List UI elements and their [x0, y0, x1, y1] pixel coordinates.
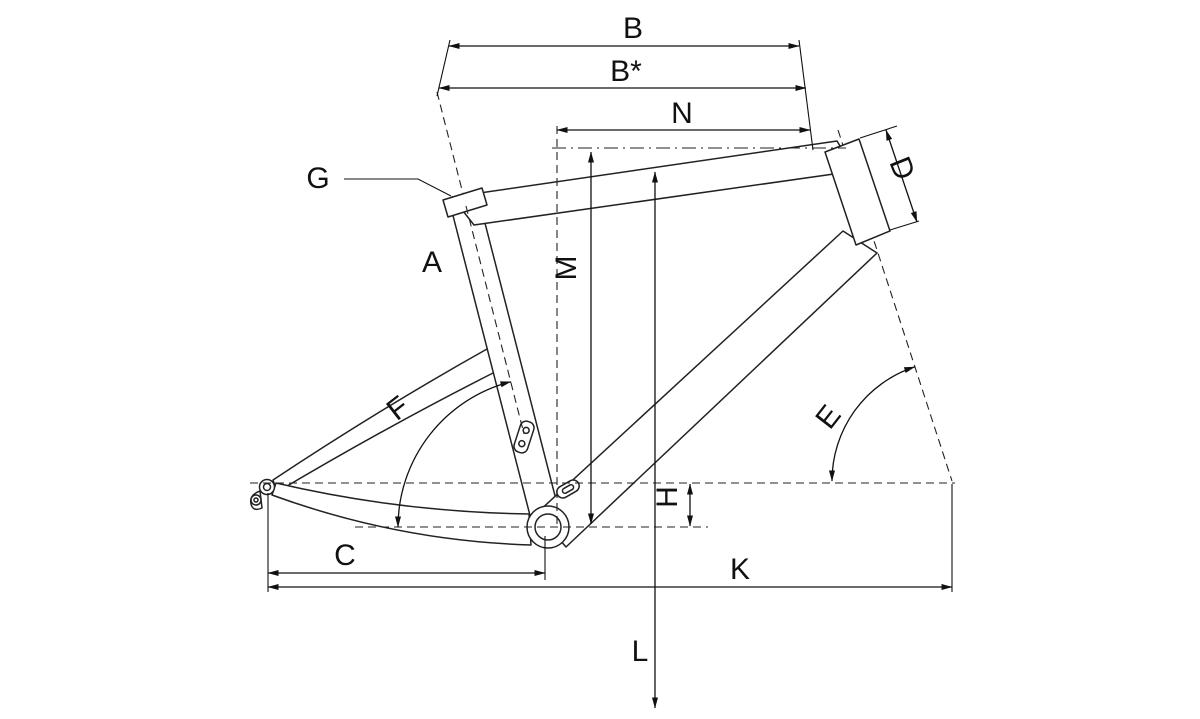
label-stack-m: M: [550, 256, 583, 281]
label-l: L: [632, 635, 649, 668]
rear-dropout-inner: [262, 482, 272, 492]
dimension-d-tick-bottom: [889, 220, 920, 231]
dimension-c: C: [267, 493, 546, 592]
dimension-h: H: [651, 483, 693, 527]
cable-guide-slot: [561, 484, 575, 494]
label-top-tube-effective-b-star: B*: [610, 55, 642, 88]
label-chainstay-c: C: [334, 539, 356, 572]
head-tube-axis-line: [837, 129, 953, 482]
label-top-tube-b: B: [623, 12, 643, 45]
label-reach-n: N: [671, 97, 693, 130]
dimension-k: K: [267, 484, 953, 592]
g-leader-line: [344, 178, 452, 197]
label-seat-tube-a: A: [422, 246, 442, 279]
dimension-n: N: [556, 97, 811, 133]
dimension-d-tick-top: [859, 125, 898, 139]
dimension-g: G: [306, 162, 452, 197]
dimension-b-extension-right: [798, 39, 814, 151]
seatpost-axis-line: [465, 205, 525, 435]
bottom-bracket-inner: [534, 513, 562, 541]
label-bb-drop-h: H: [651, 486, 684, 508]
derailleur-mount-bolt-top: [522, 426, 530, 435]
down-tube: [536, 230, 878, 548]
head-tube: [824, 138, 891, 246]
label-wheelbase-k: K: [730, 553, 750, 586]
head-angle-arc: [829, 366, 916, 482]
front-derailleur-mount: [513, 420, 535, 454]
dimension-d-line: [885, 129, 918, 223]
seat-clamp: [442, 187, 488, 218]
label-seat-clamp-g: G: [306, 162, 329, 195]
hanger-bolt-inner: [253, 497, 259, 503]
dimension-l: L: [632, 171, 658, 709]
dimension-m: M: [550, 151, 594, 525]
seat-angle-arc: [395, 381, 512, 528]
dimension-b: B: [436, 12, 814, 151]
derailleur-mount-bolt-bottom: [518, 439, 526, 448]
dimension-b-star: B*: [438, 55, 807, 91]
